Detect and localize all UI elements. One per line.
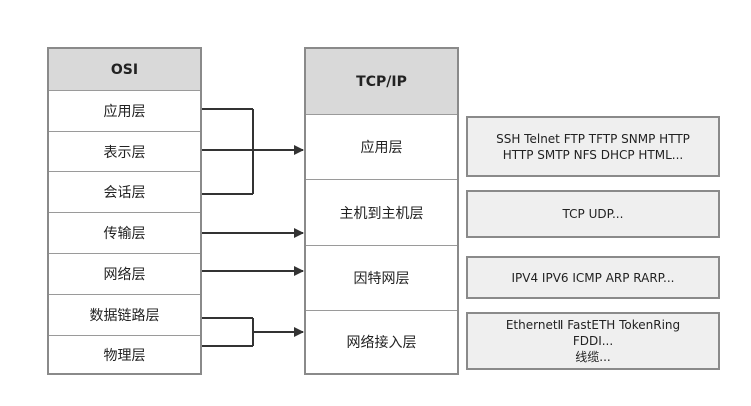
protocols-text: TCP UDP... [562, 207, 624, 221]
divider [49, 253, 200, 254]
tcpip-model-box: TCP/IP 应用层 主机到主机层 因特网层 网络接入层 [304, 47, 459, 375]
tcpip-title: TCP/IP [306, 49, 457, 114]
osi-layer-transport: 传输层 [103, 226, 146, 242]
protocols-text: SSH Telnet FTP TFTP SNMP HTTP [496, 131, 690, 146]
divider [49, 90, 200, 91]
osi-model-box: OSI 应用层 表示层 会话层 传输层 网络层 数据链路层 物理层 [47, 47, 202, 375]
protocols-internet-box: IPV4 IPV6 ICMP ARP RARP... [466, 256, 720, 299]
protocols-host-to-host-box: TCP UDP... [466, 190, 720, 238]
divider [49, 294, 200, 295]
divider [306, 114, 457, 115]
protocols-text: 线缆... [575, 350, 611, 364]
protocols-text: EthernetⅡ FastETH TokenRing [505, 318, 681, 332]
protocols-network-access-box: EthernetⅡ FastETH TokenRing FDDI... 线缆..… [466, 312, 720, 370]
tcpip-layer-host-to-host: 主机到主机层 [339, 205, 424, 222]
tcpip-layer-internet: 因特网层 [353, 271, 410, 287]
connector-app-group [202, 108, 304, 195]
divider [306, 245, 457, 246]
osi-title: OSI [49, 49, 200, 90]
osi-layer-session: 会话层 [103, 185, 146, 201]
tcpip-layer-application: 应用层 [360, 140, 403, 156]
divider [49, 171, 200, 172]
connector-access-group [202, 317, 304, 347]
protocols-application-box: SSH Telnet FTP TFTP SNMP HTTP HTTP SMTP … [466, 116, 720, 177]
osi-layer-presentation: 表示层 [103, 144, 146, 161]
protocols-text: FDDI... [572, 334, 614, 348]
divider [306, 179, 457, 180]
divider [49, 131, 200, 132]
divider [49, 335, 200, 336]
osi-layer-physical: 物理层 [103, 347, 146, 364]
divider [306, 310, 457, 311]
tcpip-layer-network-access: 网络接入层 [346, 335, 417, 351]
divider [49, 212, 200, 213]
osi-layer-application: 应用层 [103, 103, 146, 120]
osi-layer-network: 网络层 [103, 267, 146, 283]
protocols-text: IPV4 IPV6 ICMP ARP RARP... [511, 270, 675, 285]
osi-layer-data-link: 数据链路层 [89, 308, 160, 324]
protocols-text: HTTP SMTP NFS DHCP HTML... [502, 147, 684, 162]
